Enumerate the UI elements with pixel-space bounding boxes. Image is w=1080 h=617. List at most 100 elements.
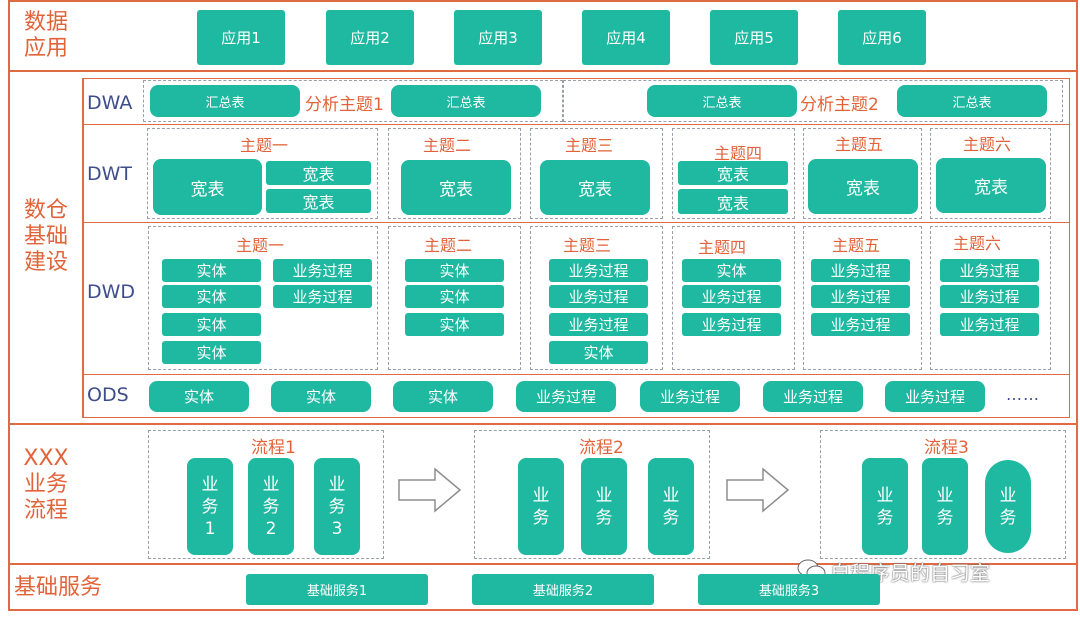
app-box: 应用3 [454, 10, 542, 65]
biz-char: 业 [936, 485, 954, 506]
dwt-topic-1 [147, 128, 378, 219]
biz-char: 业 [262, 474, 280, 495]
row-label-line: 基础 [23, 224, 68, 249]
analysis-group-1 [143, 80, 563, 122]
biz-char: 务 [936, 507, 954, 528]
ods-more: …… [1006, 385, 1040, 404]
biz-box: 业 务 [922, 458, 968, 555]
biz-char: 业 [532, 485, 550, 506]
dwd-topic-6 [930, 226, 1051, 370]
biz-char: 务 [328, 496, 346, 517]
process-box: 业务过程 [811, 285, 910, 308]
layer-label-dwt: DWT [87, 163, 133, 185]
biz-char: 业 [201, 474, 219, 495]
dwd-topic-4 [672, 226, 795, 370]
row-label-line: XXX [23, 446, 69, 471]
dwt-topic-6 [930, 128, 1051, 219]
base-service: 基础服务3 [698, 574, 880, 605]
summary-table: 汇总表 [150, 85, 300, 117]
wide-table: 宽表 [540, 160, 650, 215]
process-box: 业务过程 [682, 285, 781, 308]
process-box: 业务过程 [940, 285, 1039, 308]
biz-box: 业 务 [581, 458, 627, 555]
row-divider [8, 70, 1078, 72]
wide-table: 宽表 [808, 159, 918, 214]
biz-char: 业 [328, 474, 346, 495]
summary-table: 汇总表 [391, 85, 541, 117]
topic-title: 主题四 [714, 144, 763, 163]
biz-char: 务 [662, 507, 680, 528]
app-box: 应用4 [582, 10, 670, 65]
biz-char: 业 [662, 485, 680, 506]
entity-box: 实体 [162, 285, 261, 308]
biz-char: 务 [876, 507, 894, 528]
wide-table: 宽表 [678, 161, 788, 185]
ods-process: 业务过程 [885, 381, 985, 412]
analysis-group-2 [563, 80, 1063, 122]
biz-box: 业 务 [518, 458, 564, 555]
topic-title: 主题四 [698, 238, 747, 257]
topic-title: 主题六 [963, 135, 1012, 154]
process-box: 业务过程 [273, 259, 372, 282]
process-box: 业务过程 [549, 259, 648, 282]
analysis-topic-2: 分析主题2 [800, 95, 879, 115]
ods-entity: 实体 [149, 381, 249, 412]
row-label-line: 应用 [23, 36, 68, 61]
biz-char: 务 [262, 496, 280, 517]
topic-title: 主题五 [832, 236, 881, 255]
wide-table: 宽表 [401, 160, 511, 215]
dw-frame-right [1069, 78, 1070, 418]
biz-char: 业 [999, 485, 1017, 506]
base-service: 基础服务1 [246, 574, 428, 605]
summary-table: 汇总表 [897, 85, 1047, 117]
process-box: 业务过程 [273, 285, 372, 308]
flow-group-2 [474, 430, 710, 559]
biz-num: 2 [265, 518, 277, 539]
flow-title: 流程1 [251, 438, 296, 458]
process-box: 业务过程 [940, 313, 1039, 336]
arrow-right-icon [397, 466, 463, 514]
biz-num: 1 [204, 518, 216, 539]
row-label-dw: 数仓 基础 建设 [14, 198, 78, 276]
biz-char: 业 [595, 485, 613, 506]
topic-title: 主题二 [423, 136, 472, 155]
row-label-base: 基础服务 [14, 575, 103, 600]
topic-title: 主题五 [835, 135, 884, 154]
dwd-topic-3 [530, 226, 663, 370]
dwd-topic-1 [148, 226, 378, 370]
biz-box: 业 务 [862, 458, 908, 555]
topic-title: 主题二 [424, 236, 473, 255]
biz-num: 3 [331, 518, 343, 539]
biz-char: 务 [595, 507, 613, 528]
flow-group-1 [148, 430, 384, 559]
app-box: 应用1 [197, 10, 285, 65]
dw-frame-top [82, 78, 1070, 79]
dw-frame-bottom [82, 417, 1070, 418]
ods-process: 业务过程 [640, 381, 740, 412]
entity-box: 实体 [162, 341, 261, 364]
entity-box: 实体 [405, 313, 504, 336]
row-label-line: 建设 [23, 250, 68, 275]
row-label-line: 数仓 [23, 198, 68, 223]
wide-table: 宽表 [266, 189, 371, 213]
biz-char: 务 [201, 496, 219, 517]
ods-process: 业务过程 [763, 381, 863, 412]
dw-frame-left [82, 78, 84, 418]
row-label-line: 流程 [23, 498, 68, 523]
wide-table: 宽表 [936, 158, 1046, 213]
dwd-topic-2 [388, 226, 521, 370]
entity-box: 实体 [162, 313, 261, 336]
biz-box: 业 务 2 [248, 458, 294, 555]
entity-box: 实体 [405, 285, 504, 308]
topic-title: 主题一 [240, 136, 289, 155]
layer-divider [82, 124, 1070, 125]
layer-divider [82, 222, 1070, 223]
layer-divider [82, 374, 1070, 375]
base-service: 基础服务2 [472, 574, 654, 605]
row-label-line: 业务 [23, 472, 68, 497]
layer-label-dwd: DWD [87, 281, 136, 303]
row-label-biz: XXX 业务 流程 [14, 446, 78, 524]
row-divider [8, 423, 1078, 425]
wide-table: 宽表 [266, 161, 371, 185]
app-box: 应用2 [326, 10, 414, 65]
